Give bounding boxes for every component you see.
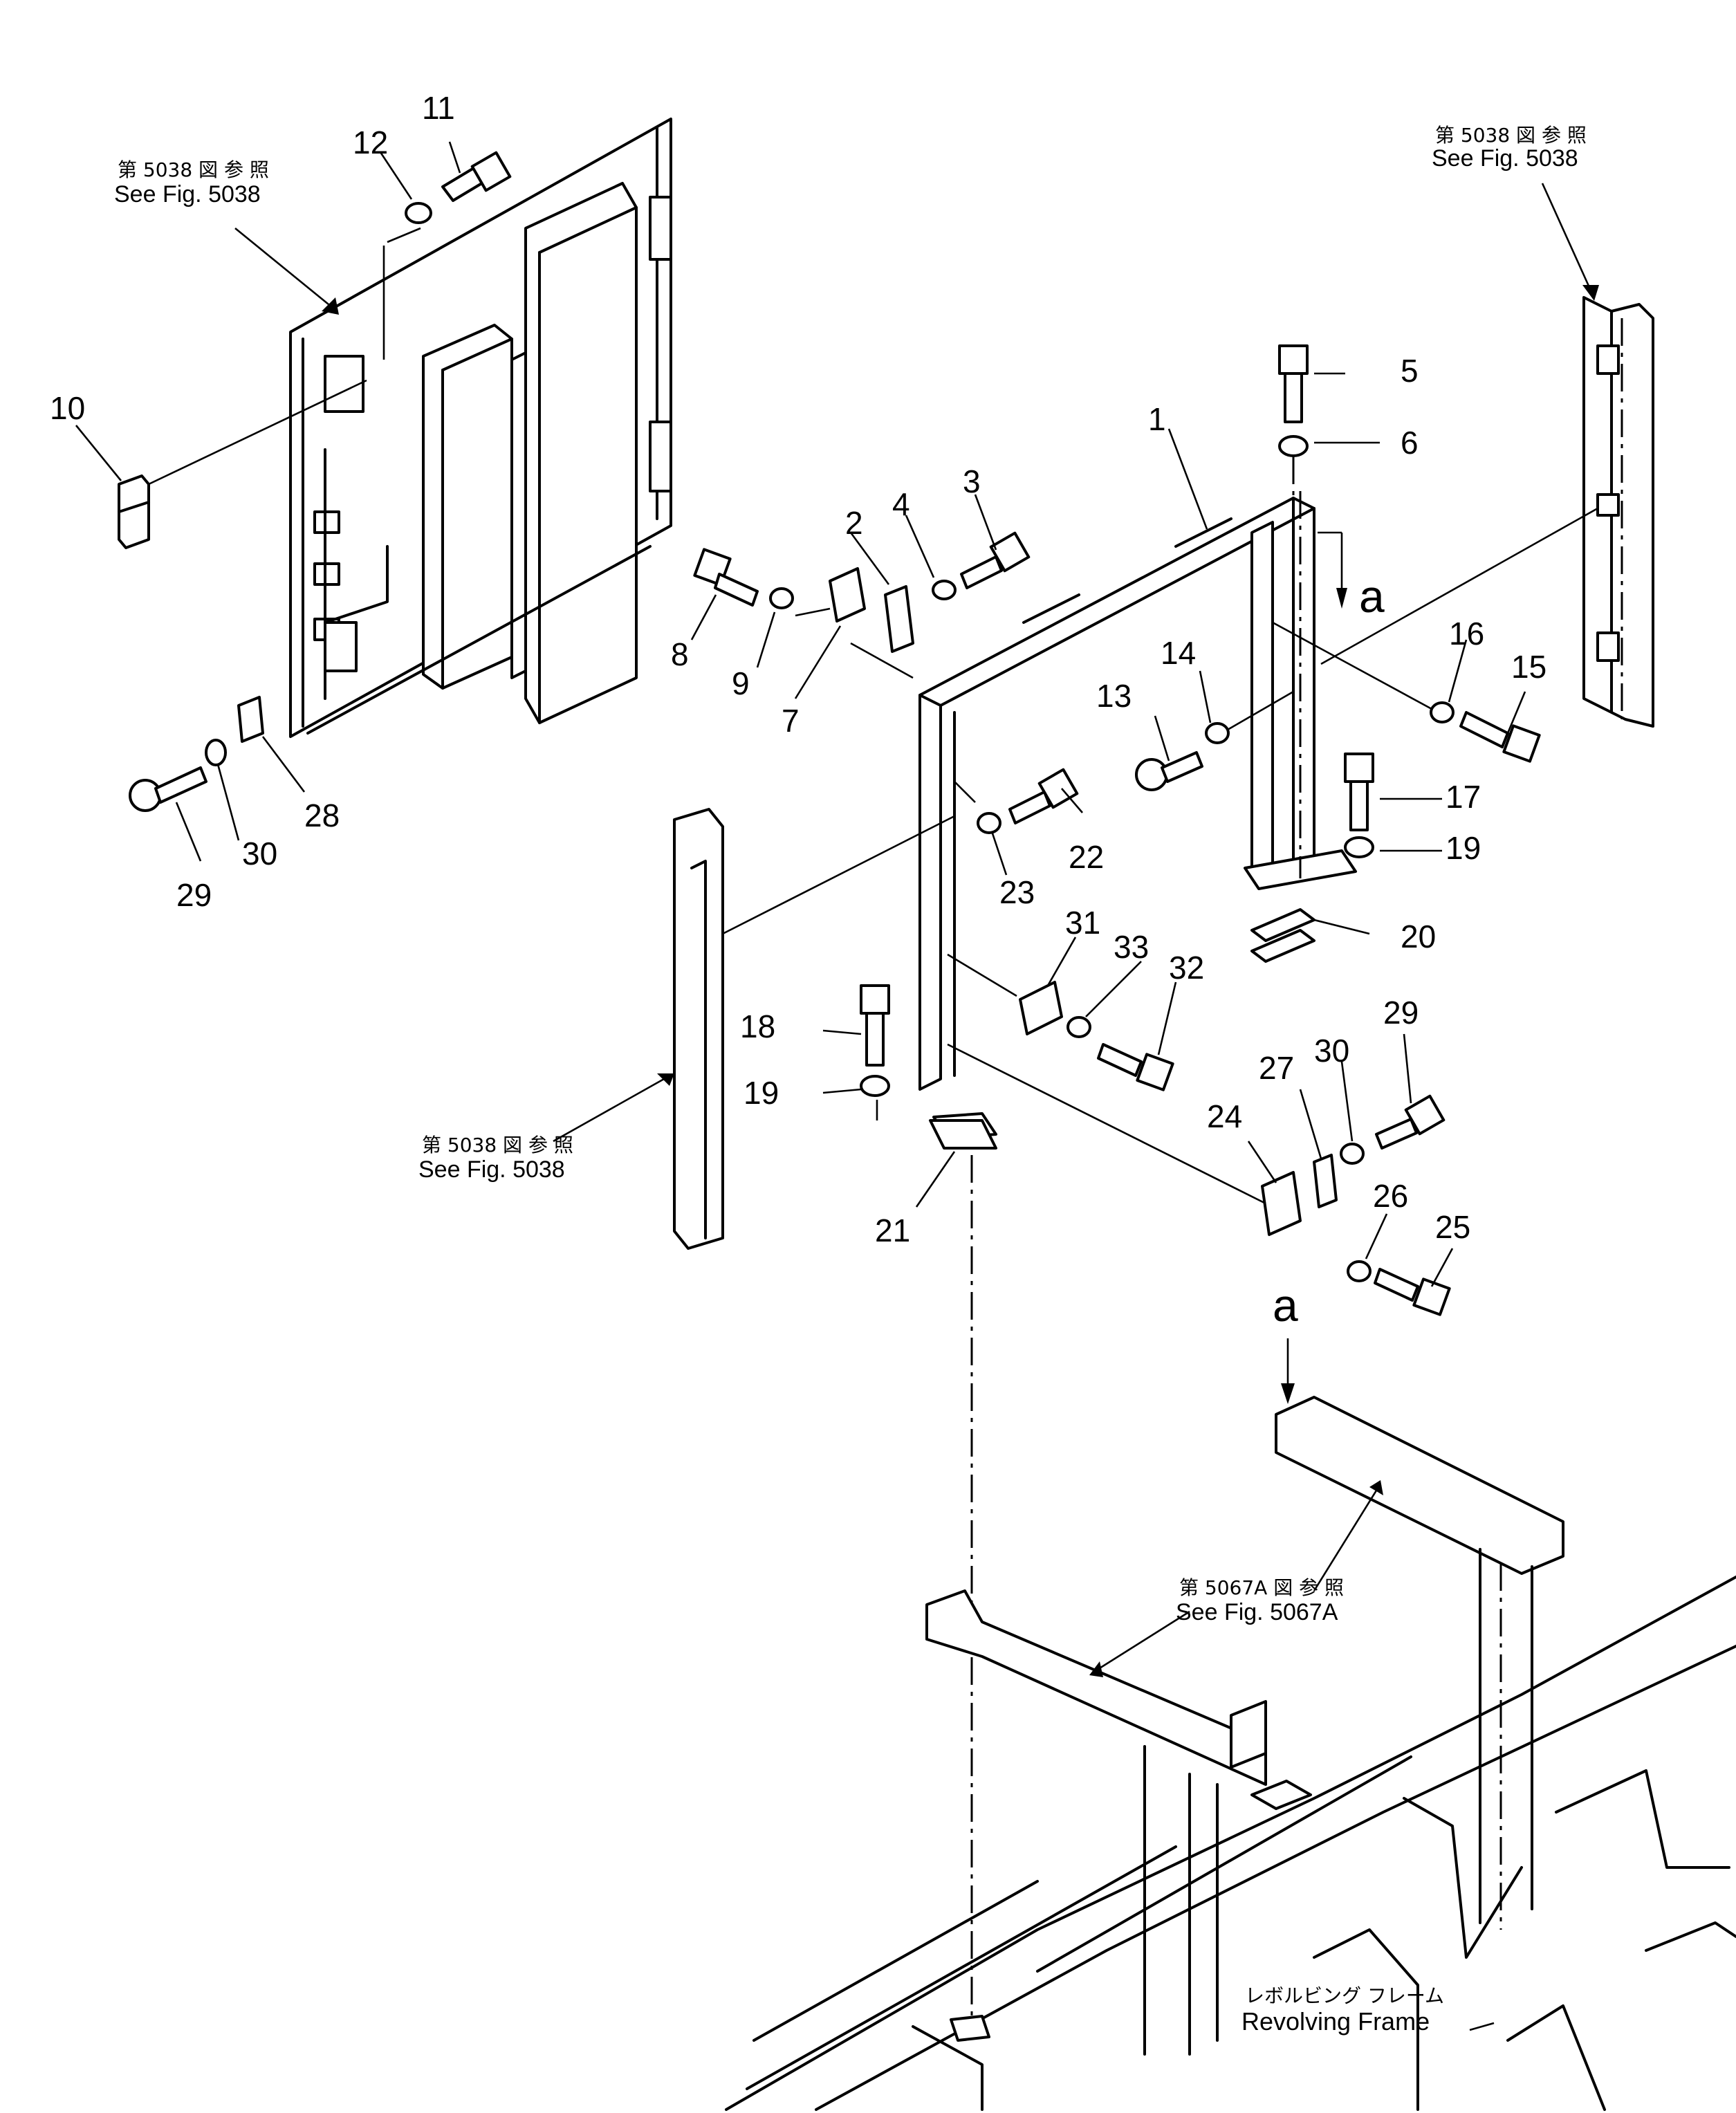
callout-8: 8 <box>671 636 689 672</box>
callout-4: 4 <box>892 486 910 522</box>
callout-29-right: 29 <box>1383 995 1419 1031</box>
bolt-part-17 <box>1344 753 1374 831</box>
revolving-frame <box>725 1576 1736 2111</box>
bolt-part-8 <box>693 548 759 607</box>
washer-part-26 <box>1347 1260 1372 1282</box>
washer-part-4 <box>932 580 957 600</box>
center-side-cover <box>673 808 724 1250</box>
bolt-part-5 <box>1278 344 1309 423</box>
plate-part-27 <box>1313 1154 1338 1208</box>
ref-5038-left-jp: 第 5038 図 参 照 <box>118 158 269 181</box>
callout-18: 18 <box>740 1008 775 1044</box>
bracket-part-28 <box>237 696 264 743</box>
ref-5038-right-en: See Fig. 5038 <box>1432 145 1578 172</box>
callout-14: 14 <box>1161 635 1196 671</box>
bolt-part-25 <box>1374 1268 1451 1316</box>
washer-part-9 <box>769 587 794 609</box>
callout-30-right: 30 <box>1314 1033 1349 1069</box>
callout-17: 17 <box>1446 779 1481 815</box>
callout-9: 9 <box>732 665 750 701</box>
bracket-part-24 <box>1261 1171 1302 1236</box>
washer-part-30-right <box>1340 1143 1365 1165</box>
block-part-21 <box>929 1112 997 1150</box>
callout-33: 33 <box>1114 929 1149 965</box>
washer-part-19-left <box>860 1075 890 1097</box>
latch-part-10 <box>118 474 150 549</box>
washer-part-33 <box>1066 1016 1091 1038</box>
callout-11: 11 <box>422 90 455 126</box>
callout-10: 10 <box>50 390 85 426</box>
washer-part-14 <box>1205 722 1230 744</box>
callout-7: 7 <box>782 703 800 739</box>
main-frame-part-1 <box>918 497 1357 1091</box>
callout-26: 26 <box>1373 1178 1408 1214</box>
callout-15: 15 <box>1511 649 1546 685</box>
washer-part-19-right <box>1344 836 1374 858</box>
right-side-cover <box>1582 296 1654 728</box>
washer-part-30-left <box>205 739 227 766</box>
washer-part-12 <box>405 202 432 224</box>
callout-13: 13 <box>1096 678 1132 714</box>
callout-27: 27 <box>1259 1050 1294 1086</box>
callout-1: 1 <box>1148 401 1166 437</box>
bracket-part-31 <box>1019 981 1063 1035</box>
callout-leaders <box>75 141 1526 1287</box>
revolving-frame-en: Revolving Frame <box>1241 2007 1430 2036</box>
bolt-part-3 <box>960 531 1031 589</box>
ref-5038-center-jp: 第 5038 図 参 照 <box>422 1134 573 1156</box>
callout-19-right: 19 <box>1446 830 1481 866</box>
callout-labels: 1 2 3 4 5 6 7 8 9 10 11 12 13 14 15 16 1… <box>50 90 1546 1248</box>
detail-marker-a-top: a <box>1359 571 1385 622</box>
ref-5038-center-en: See Fig. 5038 <box>418 1156 565 1183</box>
callout-12: 12 <box>353 124 388 160</box>
callout-21: 21 <box>875 1212 910 1248</box>
callout-6: 6 <box>1401 425 1419 461</box>
bolt-part-29-left <box>129 766 207 812</box>
callout-23: 23 <box>999 874 1035 910</box>
bolt-part-18 <box>860 984 890 1067</box>
revolving-frame-jp: レボルビング フレーム <box>1245 1984 1444 2007</box>
support-frame-assembly <box>746 1396 1564 2090</box>
bolt-part-29-right <box>1375 1094 1446 1150</box>
bolt-part-15 <box>1459 711 1541 763</box>
callout-2: 2 <box>845 505 863 541</box>
washer-part-16 <box>1430 701 1455 723</box>
callout-31: 31 <box>1065 905 1100 941</box>
callout-22: 22 <box>1069 839 1104 875</box>
detail-marker-a-bottom: a <box>1273 1280 1298 1331</box>
left-panel-assembly <box>289 118 672 738</box>
callout-20: 20 <box>1401 919 1436 954</box>
ref-5067A-en: See Fig. 5067A <box>1176 1599 1338 1625</box>
callout-5: 5 <box>1401 353 1419 389</box>
bolt-part-11 <box>441 151 512 202</box>
bolt-part-32 <box>1097 1043 1174 1091</box>
bracket-part-2 <box>884 585 914 653</box>
callout-29-left: 29 <box>176 877 212 913</box>
callout-30-left: 30 <box>242 836 277 871</box>
shim-part-20 <box>1250 908 1315 963</box>
callout-24: 24 <box>1207 1098 1242 1134</box>
washer-part-6 <box>1278 435 1309 457</box>
callout-16: 16 <box>1449 616 1484 652</box>
bolt-part-22 <box>1008 768 1079 824</box>
reference-labels: 第 5038 図 参 照 See Fig. 5038 第 5038 図 参 照 … <box>114 124 1587 2036</box>
bolt-part-13 <box>1135 751 1203 791</box>
reference-arrows <box>234 183 1599 2031</box>
ref-5038-left-en: See Fig. 5038 <box>114 181 261 207</box>
callout-3: 3 <box>963 463 981 499</box>
callout-28: 28 <box>304 797 340 833</box>
callout-25: 25 <box>1435 1209 1470 1245</box>
ref-5067A-jp: 第 5067A 図 参 照 <box>1179 1576 1344 1599</box>
bracket-part-7 <box>829 567 866 622</box>
ref-5038-right-jp: 第 5038 図 参 照 <box>1435 124 1587 147</box>
callout-19-left: 19 <box>744 1075 779 1111</box>
callout-32: 32 <box>1169 950 1204 986</box>
washer-part-23 <box>977 812 1001 834</box>
